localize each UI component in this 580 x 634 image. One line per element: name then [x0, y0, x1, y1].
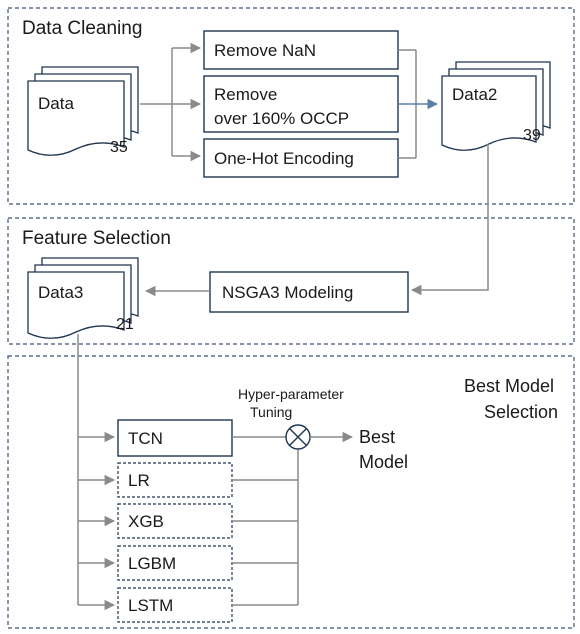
best-model-label-line1: Best: [359, 427, 395, 447]
lgbm-label: LGBM: [128, 554, 176, 573]
tcn-label: TCN: [128, 429, 163, 448]
cleaning-merge-arrows: [398, 49, 439, 159]
tuning-label-line1: Hyper-parameter: [238, 386, 344, 402]
xgb-label: XGB: [128, 512, 164, 531]
cleaning-fanout-arrows: [140, 42, 202, 162]
tuning-label-line2: Tuning: [250, 404, 292, 420]
data3-count: 21: [116, 316, 134, 333]
best-model-title-line2: Selection: [484, 402, 558, 422]
data2-document-stack: Data2 39: [441, 61, 551, 151]
xgb-box: [117, 503, 233, 539]
data2-label: Data2: [452, 85, 497, 104]
lr-label: LR: [128, 471, 150, 490]
data2-to-nsga3-arrow: [410, 144, 489, 296]
combiner-icon: [285, 424, 311, 450]
remove-occp-box: [203, 75, 399, 133]
best-model-label-line2: Model: [359, 452, 408, 472]
data-label: Data: [38, 94, 74, 113]
model-fanout-arrows: [77, 334, 116, 611]
data-cleaning-section: [7, 7, 575, 205]
data-cleaning-title: Data Cleaning: [22, 18, 142, 39]
remove-occp-label-line1: Remove: [214, 85, 277, 104]
tcn-box: [117, 419, 233, 457]
remove-nan-label: Remove NaN: [214, 41, 316, 60]
nsga3-box: [209, 271, 409, 313]
model-to-combiner-lines: [232, 436, 299, 606]
feature-selection-title: Feature Selection: [22, 228, 171, 249]
data3-document-stack: Data3 21: [27, 257, 139, 339]
lgbm-box: [117, 545, 233, 581]
nsga3-label: NSGA3 Modeling: [222, 283, 353, 302]
data2-count: 39: [523, 127, 541, 144]
lstm-label: LSTM: [128, 596, 173, 615]
lstm-box: [117, 587, 233, 623]
best-model-selection-section: [7, 355, 575, 629]
one-hot-box: [203, 138, 399, 178]
lr-box: [117, 462, 233, 498]
remove-occp-label-line2: over 160% OCCP: [214, 109, 349, 128]
data-document-stack: Data 35: [27, 66, 139, 156]
best-model-title-line1: Best Model: [464, 376, 554, 396]
data3-label: Data3: [38, 283, 83, 302]
feature-selection-section: [7, 217, 575, 345]
data-count: 35: [110, 139, 128, 156]
one-hot-label: One-Hot Encoding: [214, 149, 354, 168]
